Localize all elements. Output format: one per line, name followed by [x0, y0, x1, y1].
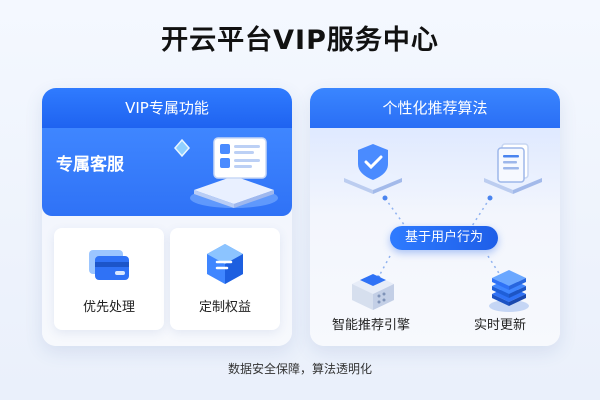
document-icon	[484, 143, 542, 194]
monitor-icon	[190, 137, 278, 208]
card-icon	[89, 250, 129, 280]
chip-icon	[352, 274, 394, 310]
exclusive-service-card[interactable]: 专属客服	[42, 128, 292, 216]
sparkle-icon	[174, 138, 190, 158]
realtime-update-label: 实时更新	[474, 318, 527, 333]
recommendation-title: 个性化推荐算法	[310, 88, 560, 128]
page-title: 开云平台VIP服务中心	[161, 25, 439, 56]
priority-tile[interactable]: 优先处理	[54, 228, 164, 330]
vip-features-panel: VIP专属功能 专属客服 优先处理	[42, 88, 292, 346]
footer-note: 数据安全保障，算法透明化	[227, 362, 372, 376]
custom-benefits-tile[interactable]: 定制权益	[170, 228, 280, 330]
smart-engine-label: 智能推荐引擎	[332, 318, 411, 333]
cube-icon	[207, 244, 243, 284]
shield-check-icon	[344, 144, 402, 194]
user-behavior-pill[interactable]: 基于用户行为	[390, 226, 498, 250]
exclusive-service-label: 专属客服	[56, 155, 124, 175]
vip-features-title: VIP专属功能	[42, 88, 292, 128]
priority-label: 优先处理	[82, 300, 135, 315]
custom-benefits-label: 定制权益	[198, 300, 251, 315]
server-stack-icon	[489, 270, 529, 312]
recommendation-panel: 个性化推荐算法 基于用户行为	[310, 88, 560, 346]
